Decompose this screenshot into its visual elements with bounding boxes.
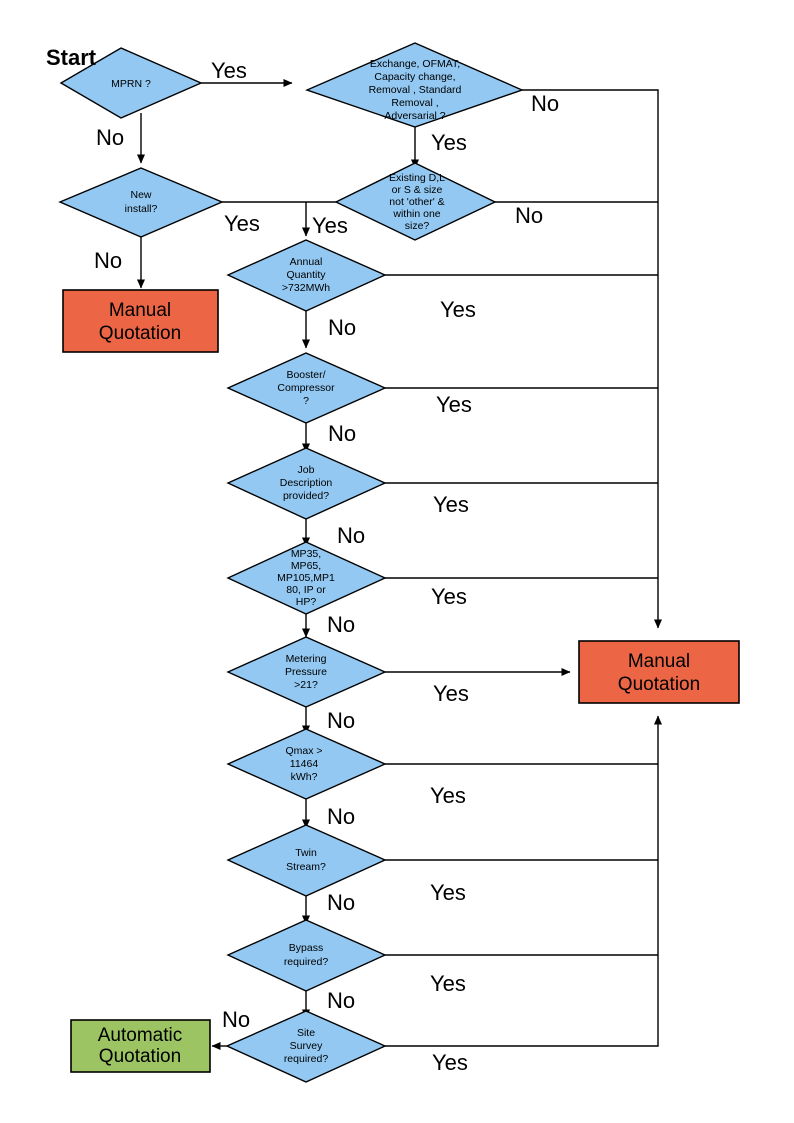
label-qmax-yes: Yes [430,783,466,808]
manual-left-line-2: Quotation [99,323,181,344]
node-qmax[interactable] [226,728,387,800]
manual-right-line-2: Quotation [618,674,700,695]
label-existing-yes: Yes [312,213,348,238]
node-booster-compressor[interactable] [226,352,387,424]
node-metering-pressure[interactable] [226,636,387,708]
node-annual-line-2: Quantity [286,269,326,281]
node-existing-line-4: within one [392,208,440,220]
node-jobdesc-line-2: Description [280,477,333,489]
node-sitesurvey-line-3: required? [284,1053,329,1065]
node-existing-line-3: not 'other' & [389,196,444,208]
label-annual-no: No [328,315,356,340]
node-mprn[interactable] [59,47,203,119]
manual-right-line-1: Manual [628,651,690,672]
label-existing-no: No [515,203,543,228]
node-mpcodes-line-5: HP? [296,596,317,608]
node-exchange[interactable] [305,42,524,128]
node-mprn-label: MPRN ? [111,78,151,90]
node-exchange-line-4: Removal , [391,97,438,109]
node-annual-quantity[interactable] [226,239,387,312]
automatic-line-2: Quotation [99,1046,181,1067]
node-bypass-line-2: required? [284,956,329,968]
label-jobdesc-no: No [337,523,365,548]
node-metering-line-1: Metering [286,653,327,665]
node-existing-line-1: Existing D,L [389,172,445,184]
node-qmax-line-3: kWh? [291,771,318,783]
node-existing-size[interactable] [334,162,497,241]
label-mprn-no: No [96,125,124,150]
label-bypass-yes: Yes [430,971,466,996]
label-jobdesc-yes: Yes [433,492,469,517]
node-exchange-line-1: Exchange, OFMAT, [370,58,460,70]
node-jobdesc-line-1: Job [298,464,315,476]
node-bypass[interactable] [226,919,387,992]
node-annual-line-3: >732MWh [282,282,330,294]
node-automatic-quotation[interactable] [70,1019,211,1073]
label-newinstall-yes: Yes [224,211,260,236]
label-qmax-no: No [327,804,355,829]
node-booster-line-3: ? [303,395,309,407]
node-metering-line-2: Pressure [285,666,327,678]
node-qmax-line-2: 11464 [290,758,319,770]
node-jobdesc-line-3: provided? [283,490,329,502]
node-job-description[interactable] [226,447,387,520]
node-existing-line-5: size? [405,220,430,232]
node-exchange-line-2: Capacity change, [374,71,455,83]
label-metering-yes: Yes [433,681,469,706]
label-annual-yes: Yes [440,297,476,322]
label-twin-yes: Yes [430,880,466,905]
node-twin-stream[interactable] [226,824,387,897]
node-twin-line-2: Stream? [286,861,326,873]
node-manual-quotation-right[interactable] [578,640,740,704]
start-label: Start [46,45,97,70]
label-metering-no: No [327,708,355,733]
node-new-install-line-2: install? [125,203,158,215]
node-mpcodes-line-1: MP35, [291,548,321,560]
label-bypass-no: No [327,988,355,1013]
node-manual-quotation-left[interactable] [62,289,219,353]
node-site-survey[interactable] [225,1010,387,1083]
node-new-install-line-1: New [130,189,151,201]
manual-left-line-1: Manual [109,300,171,321]
label-sitesurvey-yes: Yes [432,1050,468,1075]
node-mpcodes-line-4: 80, IP or [286,584,326,596]
node-mpcodes-line-2: MP65, [291,560,321,572]
edge-exchange-no [522,89,662,629]
node-mpcodes-line-3: MP105,MP1 [277,572,335,584]
label-booster-no: No [328,421,356,446]
label-booster-yes: Yes [436,392,472,417]
label-sitesurvey-no: No [222,1007,250,1032]
node-annual-line-1: Annual [290,256,323,268]
node-existing-line-2: or S & size [392,184,443,196]
node-bypass-line-1: Bypass [289,942,323,954]
label-exchange-no: No [531,91,559,116]
label-mpcodes-yes: Yes [431,584,467,609]
node-booster-line-2: Compressor [277,382,335,394]
node-sitesurvey-line-1: Site [297,1027,315,1039]
node-mp-codes[interactable] [226,541,387,615]
node-sitesurvey-line-2: Survey [290,1040,323,1052]
label-twin-no: No [327,890,355,915]
node-booster-line-1: Booster/ [286,369,325,381]
label-exchange-yes: Yes [431,130,467,155]
label-mprn-yes: Yes [211,58,247,83]
node-exchange-line-3: Removal , Standard [369,84,462,96]
node-new-install[interactable] [58,167,224,238]
edge-sitesurvey-yes [385,715,662,1047]
node-metering-line-3: >21? [294,679,318,691]
node-twin-line-1: Twin [295,847,317,859]
node-exchange-line-5: Adversarial ? [384,110,445,122]
node-qmax-line-1: Qmax > [285,745,322,757]
automatic-line-1: Automatic [98,1025,182,1046]
label-mpcodes-no: No [327,612,355,637]
label-newinstall-no: No [94,248,122,273]
